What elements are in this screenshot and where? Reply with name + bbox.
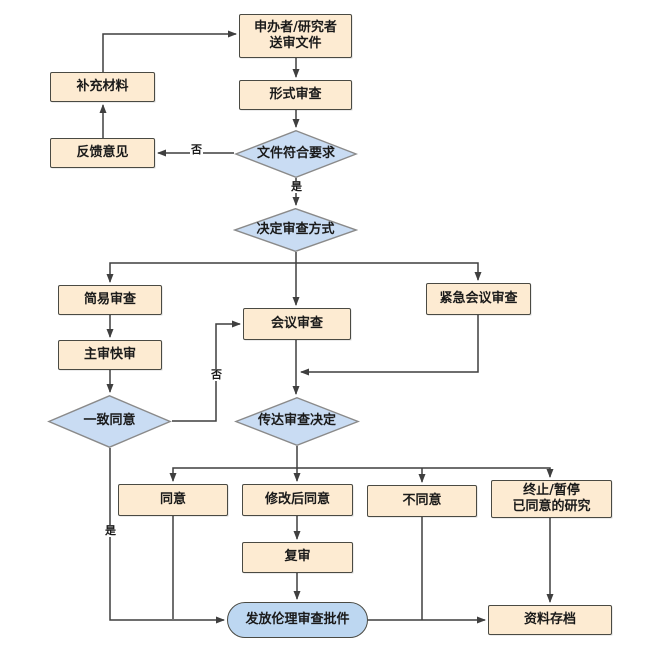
node-main-fast-review: 主审快审: [58, 340, 162, 370]
node-label: 紧急会议审查: [439, 290, 518, 306]
node-label: 补充材料: [76, 78, 129, 94]
node-decision-documents-meet-requirements: 文件符合要求: [234, 130, 358, 178]
node-label: 形式审查: [269, 86, 322, 102]
connector-supplement-submit: [102, 30, 237, 72]
diamond-shape: [47, 395, 172, 448]
node-label: 修改后同意: [264, 491, 330, 507]
edge-label-no-meeting: 否: [210, 368, 223, 382]
node-label: 不同意: [402, 492, 442, 508]
node-submit-documents: 申办者/研究者 送审文件: [239, 14, 352, 58]
node-label: 传达审查决定: [257, 413, 336, 429]
node-recheck: 复审: [242, 542, 353, 573]
node-label: 发放伦理审查批件: [245, 611, 350, 627]
diamond-shape: [233, 208, 358, 252]
node-label: 决定审查方式: [256, 221, 335, 237]
diamond-shape: [234, 397, 360, 446]
node-simple-review: 简易审查: [58, 285, 162, 315]
node-label: 主审快审: [83, 346, 136, 362]
node-meeting-review: 会议审查: [243, 308, 351, 340]
node-urgent-meeting-review: 紧急会议审查: [426, 283, 531, 315]
node-terminate-suspend-research: 终止/暂停 已同意的研究: [491, 480, 612, 518]
node-agree: 同意: [118, 484, 228, 516]
node-issue-approval: 发放伦理审查批件: [227, 602, 368, 638]
node-supplement-materials: 补充材料: [50, 72, 155, 102]
node-label: 复审: [284, 549, 311, 565]
node-archive: 资料存档: [488, 605, 612, 635]
node-label: 会议审查: [270, 315, 323, 331]
node-label: 反馈意见: [76, 144, 129, 160]
node-label: 一致同意: [83, 413, 136, 429]
node-label: 申办者/研究者 送审文件: [254, 19, 337, 51]
connector-unanimous-meeting-no: [172, 320, 241, 422]
node-disagree: 不同意: [367, 485, 477, 517]
connector-decide-urgent: [296, 262, 482, 281]
connector-unanimous-issue-yes: [109, 448, 225, 624]
node-feedback-opinion: 反馈意见: [50, 138, 155, 168]
node-decision-convey-review-decision: 传达审查决定: [234, 397, 360, 446]
edge-label-yes-issue: 是: [104, 524, 117, 538]
node-agree-after-modification: 修改后同意: [242, 484, 353, 516]
edge-label-yes-decide: 是: [290, 180, 303, 194]
connector-decide-simple: [106, 262, 296, 283]
node-label: 资料存档: [523, 611, 576, 627]
node-label: 文件符合要求: [256, 145, 335, 161]
edge-label-no-feedback: 否: [190, 143, 203, 157]
connector-convey-terminate: [297, 467, 554, 478]
node-decision-unanimous-agreement: 一致同意: [47, 395, 172, 448]
node-label: 同意: [159, 491, 186, 507]
node-label: 终止/暂停 已同意的研究: [512, 482, 591, 514]
node-decision-decide-review-method: 决定审查方式: [233, 208, 358, 252]
diamond-shape: [234, 130, 358, 178]
node-formal-review: 形式审查: [239, 80, 352, 110]
node-label: 简易审查: [83, 291, 136, 307]
connector-convey-agree: [169, 467, 297, 482]
